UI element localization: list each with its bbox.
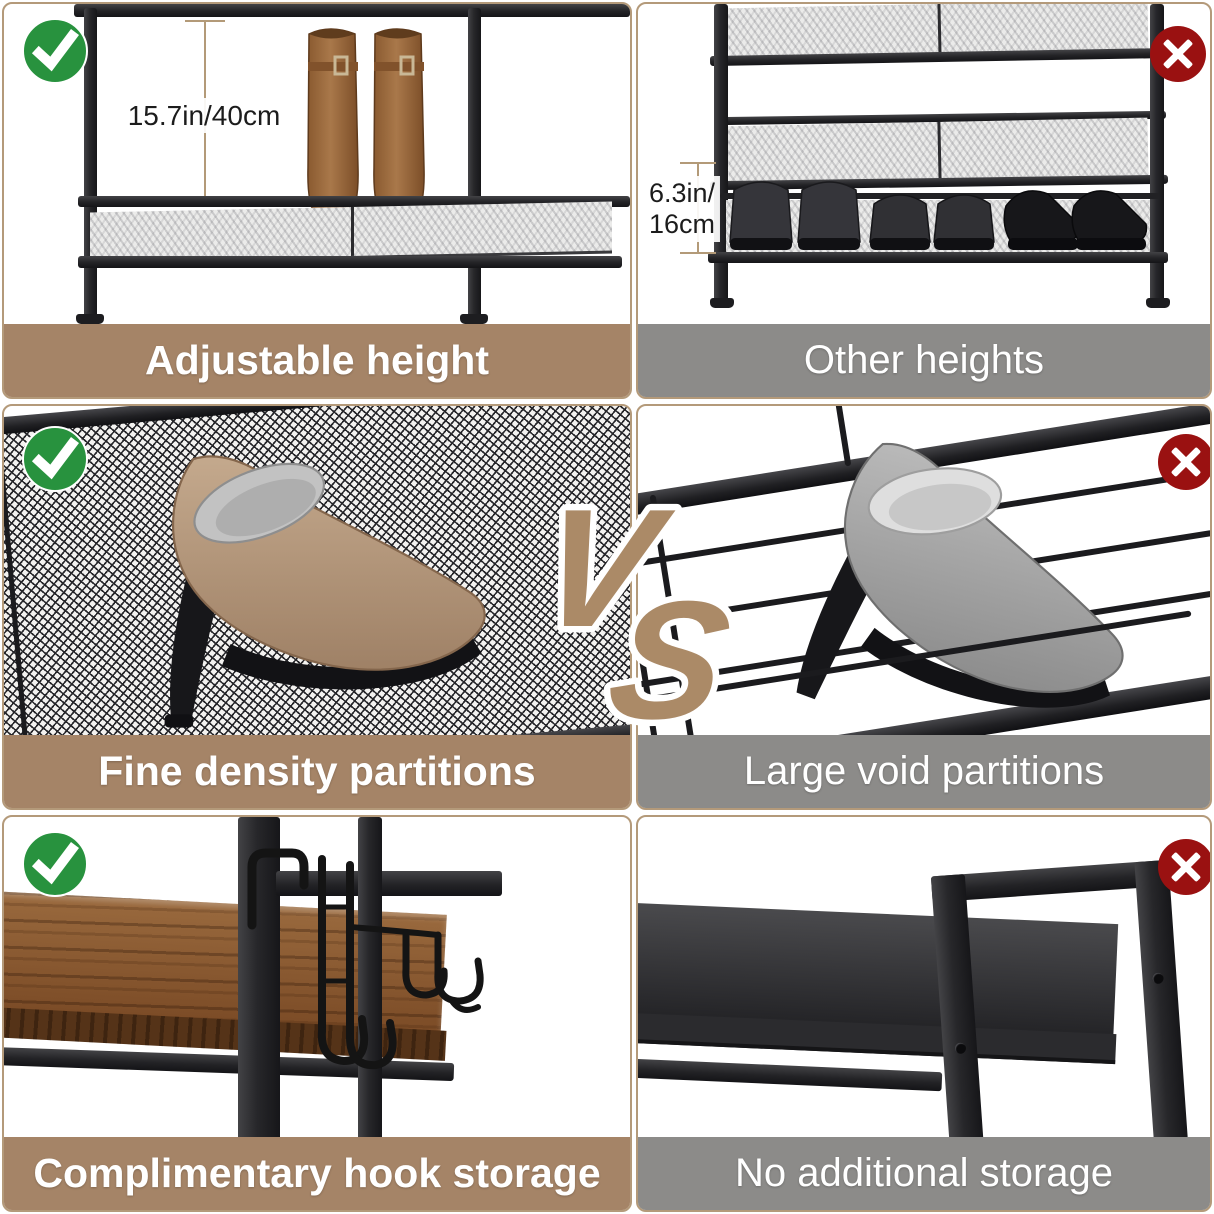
hook-rack [247,848,484,1070]
rack-mid-shelf-bar [78,196,630,207]
x-icon [1150,26,1206,82]
panel-other-heights: 6.3in/ 16cm Other heights [636,2,1212,399]
check-icon [22,831,88,897]
banner-label: No additional storage [734,1151,1114,1195]
banner: Large void partitions [638,735,1210,808]
panel-large-void-partitions: Large void partitions [636,404,1212,810]
frame-right-post [1134,859,1188,1137]
panel-no-additional-storage: No additional storage [636,815,1212,1212]
other-heights-scene: 6.3in/ 16cm [638,4,1210,324]
gray-high-heel [796,443,1124,708]
check-icon [22,18,88,84]
side-frame [638,817,1210,1137]
rack-bottom-bar [78,256,622,268]
measurement-line-2: 16cm [648,209,716,239]
left-foot-cap [76,314,104,324]
adjustable-height-scene: 15.7in/40cm [4,4,630,324]
no-storage-scene [638,817,1210,1137]
frame-post-main [238,817,280,1137]
banner-label: Adjustable height [145,337,489,383]
mesh-divider [351,206,354,256]
banner: Other heights [638,324,1210,397]
height-measurement: 6.3in/ 16cm [643,176,721,242]
fine-density-scene [4,406,630,735]
mesh-divider [937,4,942,54]
rack-right-post [468,8,481,320]
banner: Complimentary hook storage [4,1137,630,1210]
dimension-cap-bottom [680,252,716,254]
frame-post-rear [358,817,382,1137]
black-shoes-row [729,181,1148,250]
thin-rail [720,193,1160,199]
banner: Fine density partitions [4,735,630,808]
x-icon [1158,839,1210,895]
x-icon [1158,434,1210,490]
measurement-line-1: 6.3in/ [648,178,716,208]
banner-label: Fine density partitions [98,748,536,794]
banner-label: Other heights [803,338,1045,382]
check-icon [22,426,88,492]
right-foot-cap [460,314,488,324]
panel-adjustable-height: 15.7in/40cm [2,2,632,399]
banner-label: Large void partitions [743,749,1105,793]
panel-complimentary-hook-storage: Complimentary hook storage [2,815,632,1212]
banner-label: Complimentary hook storage [33,1150,601,1196]
panel-fine-density-partitions: Fine density partitions [2,404,632,810]
banner: No additional storage [638,1137,1210,1210]
rack-top-bar [74,4,630,17]
left-foot-cap [710,298,734,308]
rack-right-post [1150,4,1164,304]
gray-heel-wrap [701,406,1196,735]
hook-storage-scene [4,817,630,1137]
bottom-front-bar [708,252,1168,263]
height-measurement: 15.7in/40cm [122,98,286,133]
tan-high-heel [164,455,486,728]
right-foot-cap [1146,298,1170,308]
frame-left-post [930,874,985,1137]
vs-badge: V S [516,468,756,761]
frame-top-rail [276,871,502,896]
large-void-scene [638,406,1210,735]
banner: Adjustable height [4,324,630,397]
